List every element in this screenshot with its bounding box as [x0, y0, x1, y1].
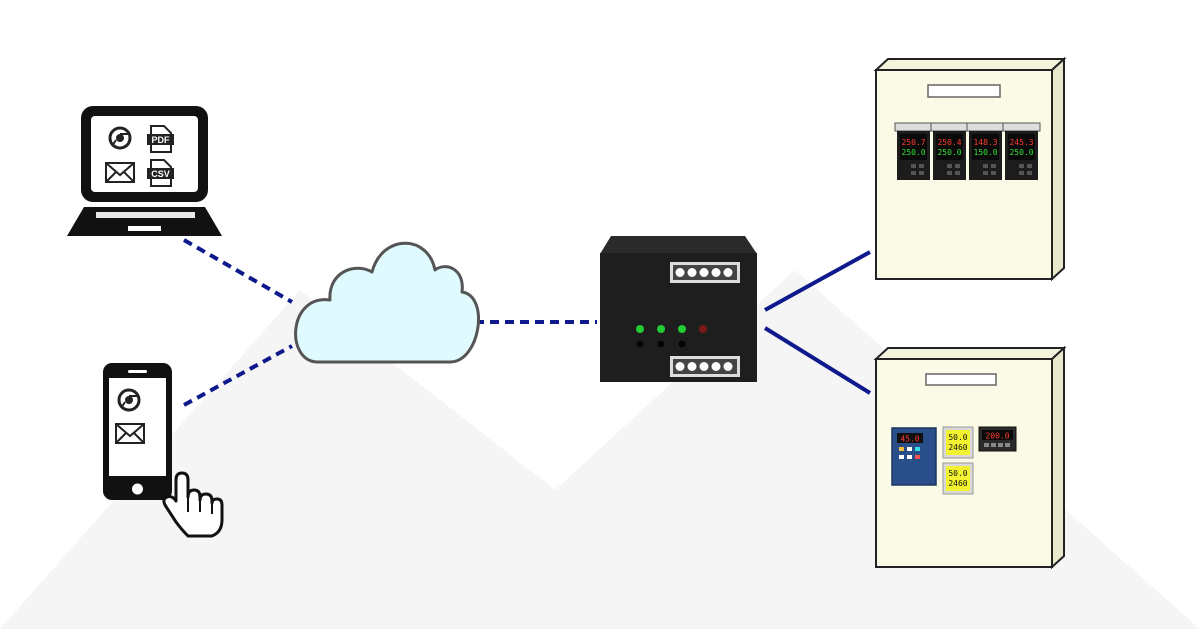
controller-4-pv: 245.3: [1009, 138, 1033, 147]
controller-3-sv: 150.0: [973, 148, 997, 157]
black-meter-value: 200.0: [985, 432, 1009, 441]
yellow-meter-1-line1: 50.0: [948, 433, 967, 442]
temperature-controller-1: 250.7 250.0: [894, 122, 933, 180]
controller-1-pv: 250.7: [901, 138, 925, 147]
hand-pointer-icon: [162, 471, 224, 538]
link-phone-cloud: [183, 344, 293, 407]
temperature-controller-2: 250.4 250.0: [930, 122, 969, 180]
black-meter: 200.0: [978, 426, 1017, 452]
smartphone-icon: [103, 363, 224, 538]
controller-4-sv: 250.0: [1009, 148, 1033, 157]
csv-label: CSV: [151, 169, 170, 179]
yellow-meter-1-line2: 2460: [948, 443, 967, 452]
yellow-meter-2-line1: 50.0: [948, 469, 967, 478]
controller-2-sv: 250.0: [937, 148, 961, 157]
status-led-1: [636, 325, 644, 333]
status-leds: [636, 325, 707, 348]
browser-icon: [108, 126, 132, 150]
pdf-file-icon: PDF: [147, 125, 174, 153]
control-panel-top: 250.7 250.0 250.4 250.0 148.3 150.0: [873, 56, 1067, 282]
controller-1-sv: 250.0: [901, 148, 925, 157]
terminal-block-bottom: [670, 356, 740, 377]
yellow-meter-2-line2: 2460: [948, 479, 967, 488]
control-panel-bottom: 45.0 50.0 2460 50.0 2460 200.0: [873, 345, 1067, 570]
laptop-icon: PDF CSV: [67, 106, 222, 236]
temperature-controller-4: 245.3 250.0: [1002, 122, 1041, 180]
yellow-meter-1: 50.0 2460: [942, 426, 974, 459]
blue-controller: 45.0: [891, 427, 937, 486]
link-laptop-cloud: [183, 238, 293, 304]
blue-controller-value: 45.0: [900, 435, 919, 444]
controller-3-pv: 148.3: [973, 138, 997, 147]
csv-file-icon: CSV: [147, 159, 174, 187]
cloud-icon: [294, 241, 481, 364]
gateway-device-icon: [600, 236, 757, 382]
connection-lines: [183, 238, 872, 407]
mail-icon: [105, 162, 135, 183]
status-led-3: [678, 325, 686, 333]
status-led-4: [699, 325, 707, 333]
link-gateway-panel-top: [764, 250, 871, 312]
yellow-meter-2: 50.0 2460: [942, 462, 974, 495]
controller-2-pv: 250.4: [937, 138, 961, 147]
terminal-block-top: [670, 262, 740, 283]
status-led-2: [657, 325, 665, 333]
pdf-label: PDF: [152, 135, 171, 145]
temperature-controller-3: 148.3 150.0: [966, 122, 1005, 180]
mail-icon: [115, 423, 145, 444]
link-gateway-panel-bottom: [763, 326, 872, 395]
browser-icon: [117, 388, 141, 412]
